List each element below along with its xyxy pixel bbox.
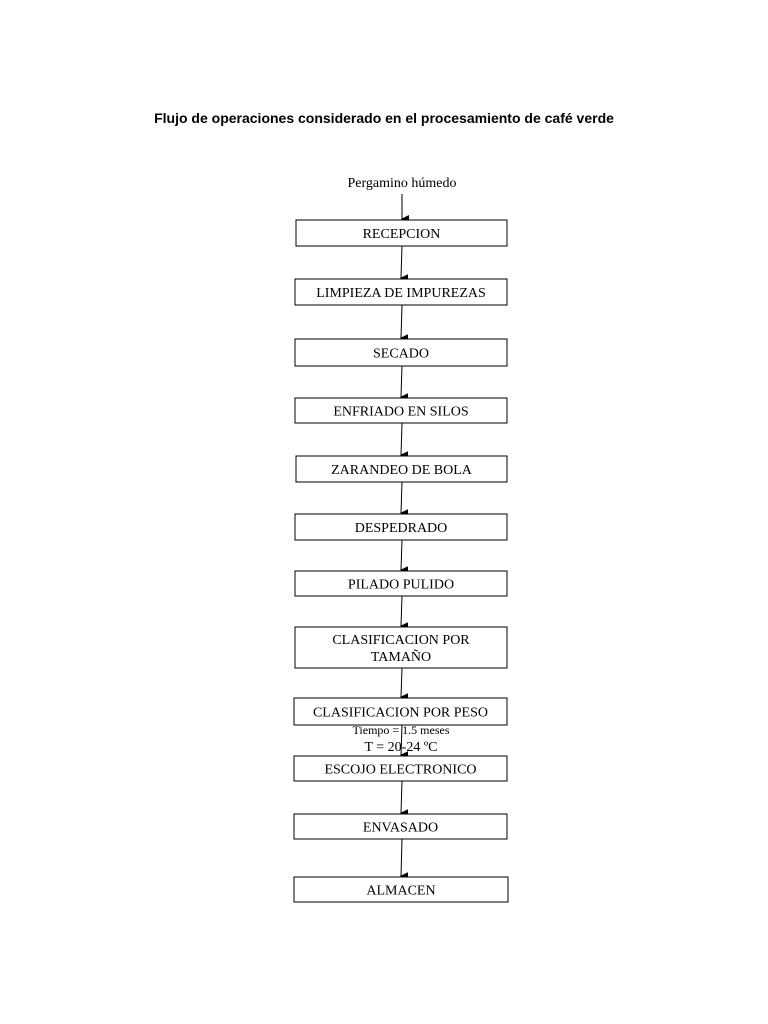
step-box (294, 570, 508, 597)
step-pilado: PILADO PULIDO (294, 570, 508, 597)
step-zarandeo: ZARANDEO DE BOLA (295, 455, 508, 483)
step-label: ENVASADO (363, 821, 438, 836)
step-box (293, 813, 508, 840)
step-box (294, 397, 508, 424)
input-label: Pergamino húmedo (347, 176, 456, 191)
step-box (295, 219, 508, 247)
step-label: ESCOJO ELECTRONICO (324, 763, 476, 778)
step-box (294, 626, 508, 669)
step-label: PILADO PULIDO (348, 578, 454, 593)
step-label: CLASIFICACION POR PESO (313, 706, 488, 721)
flow-arrow (400, 365, 409, 402)
flow-steps: RECEPCION LIMPIEZA DE IMPUREZAS SECADO ENFR… (293, 219, 509, 903)
flow-arrow (400, 422, 409, 460)
step-box (293, 697, 508, 726)
step-label: CLASIFICACION POR (332, 633, 470, 648)
step-box (293, 876, 509, 903)
storage-note: Tiempo = 1.5 meses T = 20-24 ºC (353, 723, 450, 755)
flow-arrow (400, 481, 409, 518)
flow-arrow (400, 838, 409, 881)
step-envasado: ENVASADO (293, 813, 508, 840)
step-secado: SECADO (294, 338, 508, 367)
step-label: ZARANDEO DE BOLA (331, 463, 473, 478)
step-label: LIMPIEZA DE IMPUREZAS (316, 286, 486, 301)
step-label: RECEPCION (363, 227, 441, 242)
step-almacen: ALMACEN (293, 876, 509, 903)
flow-arrow (400, 780, 409, 818)
flow-arrow (400, 595, 409, 631)
step-despedrado: DESPEDRADO (294, 513, 508, 541)
step-box (295, 455, 508, 483)
flow-arrow (400, 304, 409, 343)
step-label: ENFRIADO EN SILOS (333, 405, 468, 420)
step-recepcion: RECEPCION (295, 219, 508, 247)
flow-arrow (400, 724, 409, 760)
storage-note-line: T = 20-24 ºC (364, 740, 437, 755)
flow-arrow (400, 667, 409, 702)
step-escojo: ESCOJO ELECTRONICO (293, 755, 508, 782)
step-limpieza: LIMPIEZA DE IMPUREZAS (294, 278, 508, 306)
flow-arrow (400, 245, 409, 283)
step-box (294, 513, 508, 541)
step-box (294, 338, 508, 367)
flow-connectors (400, 194, 409, 881)
page-title: Flujo de operaciones considerado en el p… (154, 110, 614, 126)
step-enfriado: ENFRIADO EN SILOS (294, 397, 508, 424)
step-label: DESPEDRADO (355, 521, 448, 536)
flow-arrow (400, 539, 409, 575)
step-box (293, 755, 508, 782)
step-label: SECADO (373, 347, 429, 362)
step-clasificacion-peso: CLASIFICACION POR PESO (293, 697, 508, 726)
storage-note-line: Tiempo = 1.5 meses (353, 723, 450, 737)
step-label: ALMACEN (366, 884, 435, 899)
step-label: TAMAÑO (371, 649, 431, 665)
step-box (294, 278, 508, 306)
